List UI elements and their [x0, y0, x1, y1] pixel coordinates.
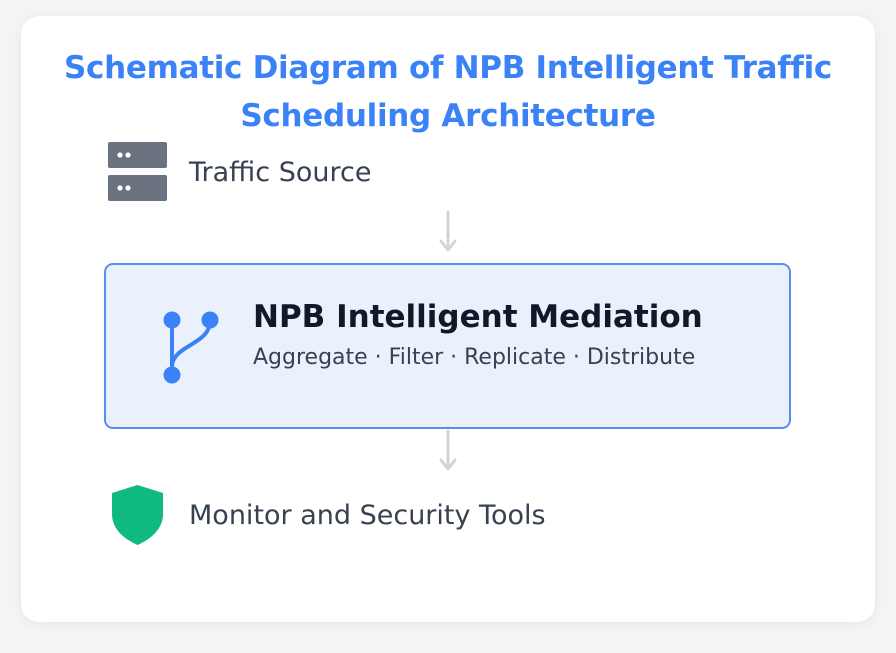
npb-mediation-title: NPB Intelligent Mediation — [253, 299, 703, 335]
server-icon — [108, 142, 167, 201]
diagram-title-text: Schematic Diagram of NPB Intelligent Tra… — [63, 50, 832, 134]
npb-mediation-subtitle: Aggregate · Filter · Replicate · Distrib… — [253, 345, 696, 370]
traffic-source-label: Traffic Source — [189, 156, 372, 188]
flow-arrow-npb-to-tools — [439, 430, 457, 471]
shield-icon — [112, 485, 163, 545]
flow-arrow-source-to-npb — [439, 211, 457, 252]
traffic-source-node: Traffic Source — [108, 142, 371, 202]
security-tools-node: Monitor and Security Tools — [110, 484, 546, 546]
security-tools-label: Monitor and Security Tools — [189, 499, 546, 531]
diagram-title: Schematic Diagram of NPB Intelligent Tra… — [0, 44, 896, 140]
branch-icon — [163, 311, 219, 384]
npb-mediation-node: NPB Intelligent Mediation Aggregate · Fi… — [104, 263, 791, 429]
